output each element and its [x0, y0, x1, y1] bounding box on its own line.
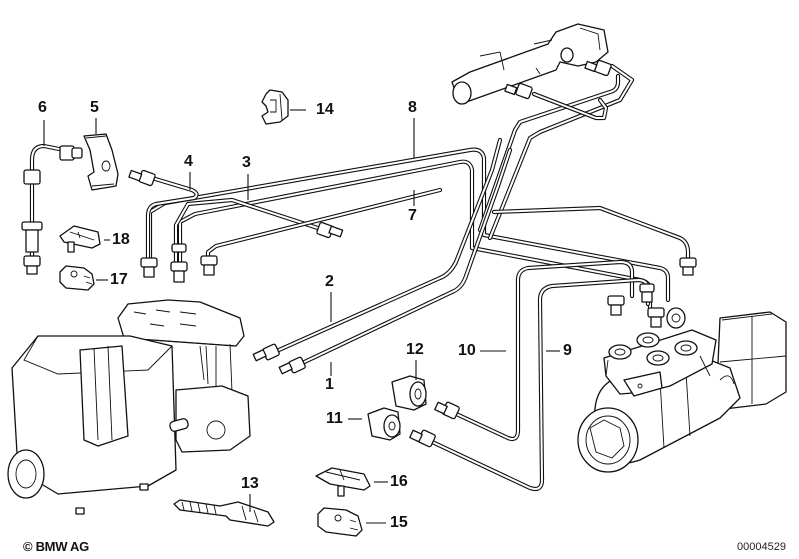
pipe-upper-right — [477, 63, 691, 265]
callout-4: 4 — [184, 153, 193, 170]
fitting-pipe-2 — [252, 343, 280, 362]
pipe-3 — [173, 197, 344, 271]
pipe-9 — [425, 277, 651, 492]
pipe-clip-13 — [173, 499, 275, 527]
fitting-pipe-9 — [409, 429, 436, 448]
callout-14: 14 — [316, 101, 334, 118]
clamp-15 — [317, 507, 363, 537]
callout-8: 8 — [408, 99, 417, 116]
callout-7: 7 — [408, 207, 417, 224]
fittings-right-cluster — [607, 283, 665, 328]
callout-11: 11 — [326, 410, 343, 427]
pipe-8 — [147, 147, 671, 303]
fitting-pipe-1 — [278, 356, 306, 375]
callout-15: 15 — [390, 514, 408, 531]
callout-1: 1 — [325, 376, 334, 393]
brake-hose — [21, 143, 83, 275]
adapter-12 — [391, 375, 427, 411]
fitting-top-2 — [584, 59, 612, 77]
callout-13: 13 — [241, 475, 259, 492]
pipe-4 — [128, 169, 199, 265]
adapter-11 — [367, 407, 401, 441]
callout-16: 16 — [390, 473, 408, 490]
pressure-modulator — [577, 307, 787, 473]
callout-3: 3 — [242, 154, 251, 171]
document-number: 00004529 — [737, 541, 786, 553]
fitting-pipe-10 — [434, 401, 460, 420]
fitting-top-1 — [504, 82, 533, 100]
clamp-16 — [315, 467, 371, 497]
master-cylinder — [451, 23, 609, 105]
pipe-10 — [449, 259, 635, 442]
pipe-2 — [267, 137, 503, 357]
holder — [83, 133, 119, 191]
fittings-left-cluster — [140, 187, 443, 283]
callout-5: 5 — [90, 99, 99, 116]
fitting-right-688 — [679, 257, 697, 276]
pipe-1 — [293, 147, 513, 369]
callout-18: 18 — [112, 231, 130, 248]
callout-17: 17 — [110, 271, 128, 288]
callout-2: 2 — [325, 273, 334, 290]
callout-6: 6 — [38, 99, 47, 116]
clamp-18 — [59, 225, 101, 253]
hydraulic-unit — [7, 299, 251, 515]
copyright-notice: © BMW AG — [23, 539, 89, 554]
leader-lines — [43, 109, 560, 524]
callout-9: 9 — [563, 342, 572, 359]
callout-12: 12 — [406, 341, 424, 358]
callout-10: 10 — [458, 342, 476, 359]
clip-14 — [261, 89, 289, 125]
clamp-17 — [59, 265, 95, 291]
